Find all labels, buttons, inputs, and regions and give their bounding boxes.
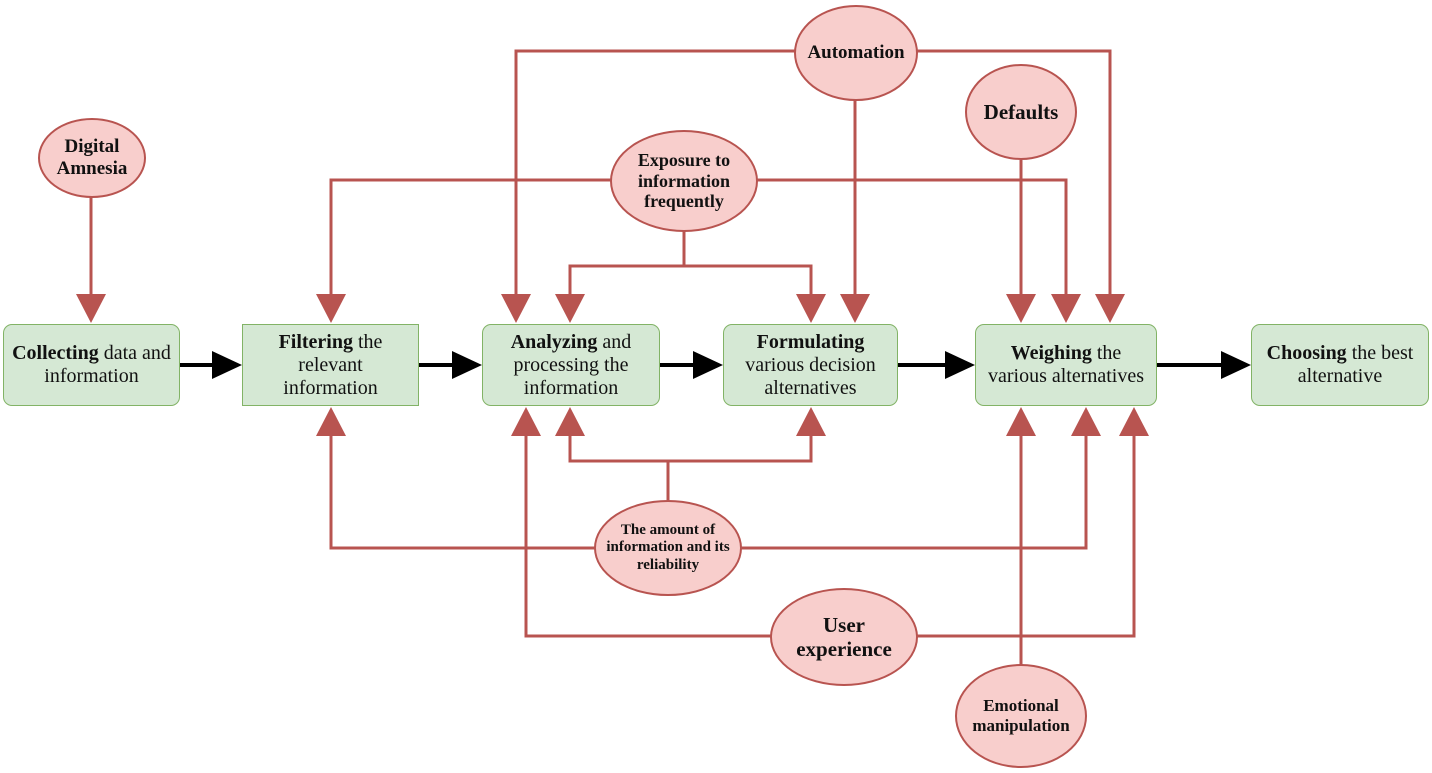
step-weighing-bold: Weighing xyxy=(1010,342,1092,364)
process-flow-arrows xyxy=(179,351,1251,379)
step-choosing-bold: Choosing xyxy=(1266,342,1347,364)
factor-user-experience-label: User experience xyxy=(796,612,892,661)
factor-automation: Automation xyxy=(794,5,918,101)
step-filtering-bold: Filtering xyxy=(278,330,353,353)
step-collecting-text: data and information xyxy=(44,342,171,387)
step-choosing-text: the best alternative xyxy=(1297,342,1414,387)
step-formulating: Formulating various decision alternative… xyxy=(723,324,898,406)
factor-defaults-label: Defaults xyxy=(983,99,1059,124)
emotional-manipulation-arrow xyxy=(1006,407,1036,666)
factor-emotional-manipulation-label: Emotional manipulation xyxy=(972,696,1070,735)
exposure-arrows xyxy=(316,178,1081,323)
automation-arrows xyxy=(501,49,1125,323)
step-collecting-bold: Collecting xyxy=(12,342,99,364)
factor-emotional-manipulation: Emotional manipulation xyxy=(955,664,1087,768)
factor-automation-label: Automation xyxy=(807,42,905,64)
step-filtering-text: the relevant information xyxy=(283,330,383,399)
step-analyzing-text: and processing the information xyxy=(513,330,632,399)
factor-digital-amnesia-label: Digital Amnesia xyxy=(56,136,128,179)
defaults-arrow xyxy=(1006,160,1036,323)
step-analyzing-bold: Analyzing xyxy=(510,330,598,353)
step-formulating-bold: Formulating xyxy=(756,330,865,353)
step-choosing: Choosing the best alternative xyxy=(1251,324,1429,406)
step-analyzing: Analyzing and processing the information xyxy=(482,324,660,406)
step-weighing-text: the various alternatives xyxy=(987,342,1145,387)
step-formulating-text: various decision alternatives xyxy=(745,353,876,399)
factor-user-experience: User experience xyxy=(770,588,918,686)
user-experience-arrows xyxy=(511,407,1149,638)
factor-exposure: Exposure to information frequently xyxy=(610,130,758,232)
step-filtering: Filtering the relevant information xyxy=(242,324,419,406)
factor-amount-of-information-label: The amount of information and its reliab… xyxy=(606,522,730,573)
factor-defaults: Defaults xyxy=(965,64,1077,160)
step-weighing: Weighing the various alternatives xyxy=(975,324,1157,406)
factor-digital-amnesia: Digital Amnesia xyxy=(38,118,146,198)
digital-amnesia-to-collecting-arrow xyxy=(76,197,106,323)
amount-of-information-arrows xyxy=(316,407,1101,550)
factor-amount-of-information: The amount of information and its reliab… xyxy=(594,500,742,596)
factor-exposure-label: Exposure to information frequently xyxy=(637,149,731,212)
step-collecting: Collecting data and information xyxy=(3,324,180,406)
